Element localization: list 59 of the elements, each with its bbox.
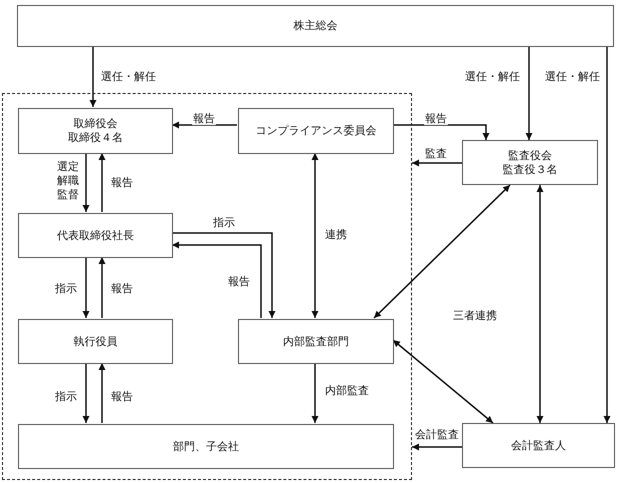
arrow (98, 363, 106, 423)
edge-label: 報告 (110, 390, 134, 403)
arrow (82, 153, 90, 212)
edge-label: 指示 (212, 216, 236, 229)
process-box (462, 423, 615, 468)
arrow (373, 184, 511, 319)
edge-label: 選任・解任 (464, 70, 521, 83)
node-label: 執行役員 (74, 334, 118, 348)
node-label: 監査役３名 (502, 162, 558, 176)
edge-label: 指示 (54, 282, 78, 295)
edge-label: 報告 (227, 275, 251, 288)
process-box (18, 319, 173, 364)
arrow (98, 153, 106, 212)
node-label: 株主総会 (294, 19, 338, 33)
process-box (18, 424, 394, 469)
edge-label: 選任・解任 (544, 70, 601, 83)
arrow (412, 160, 462, 166)
process-box (17, 5, 614, 47)
arrow (82, 363, 90, 423)
arrow (312, 153, 318, 318)
arrow (393, 124, 490, 140)
node-label: 会計監査人 (511, 438, 566, 452)
arrow (526, 47, 532, 140)
arrow (172, 232, 276, 318)
relation-label: 三者連携 (452, 309, 498, 322)
arrow (312, 363, 318, 423)
node-label: 取締役４名 (68, 131, 123, 145)
edge-label: 内部監査 (324, 384, 370, 397)
arrow (90, 47, 96, 107)
arrow (98, 257, 106, 318)
node-label: 監査役会 (508, 148, 552, 162)
arrow (82, 257, 90, 318)
process-box (18, 108, 173, 154)
node-label: 部門、子会社 (173, 440, 239, 454)
edge-label: 報告 (110, 176, 134, 189)
arrow (536, 185, 544, 423)
process-box (238, 108, 394, 154)
edge-label: 選任・解任 (100, 70, 157, 83)
edge-label: 会計監査 (414, 428, 460, 441)
arrow (172, 242, 262, 318)
node-label: 代表取締役社長 (57, 228, 134, 242)
node-label: コンプライアンス委員会 (256, 124, 376, 138)
dashed-group-frame (2, 93, 412, 480)
process-box (18, 213, 173, 258)
node-label: 内部監査部門 (283, 334, 349, 348)
edge-label: 選定解職監督 (55, 160, 81, 202)
edge-label: 監査 (424, 147, 448, 160)
edge-label: 報告 (424, 112, 448, 125)
process-box (238, 319, 394, 364)
edge-label: 報告 (110, 282, 134, 295)
arrow (172, 122, 237, 128)
edge-label: 報告 (192, 112, 216, 125)
edge-label: 連携 (324, 228, 348, 241)
arrow (604, 47, 610, 423)
process-box (462, 140, 598, 185)
arrow (392, 339, 494, 424)
node-label: 取締役会 (74, 117, 118, 131)
edge-label: 指示 (54, 390, 78, 403)
arrow (412, 444, 462, 450)
